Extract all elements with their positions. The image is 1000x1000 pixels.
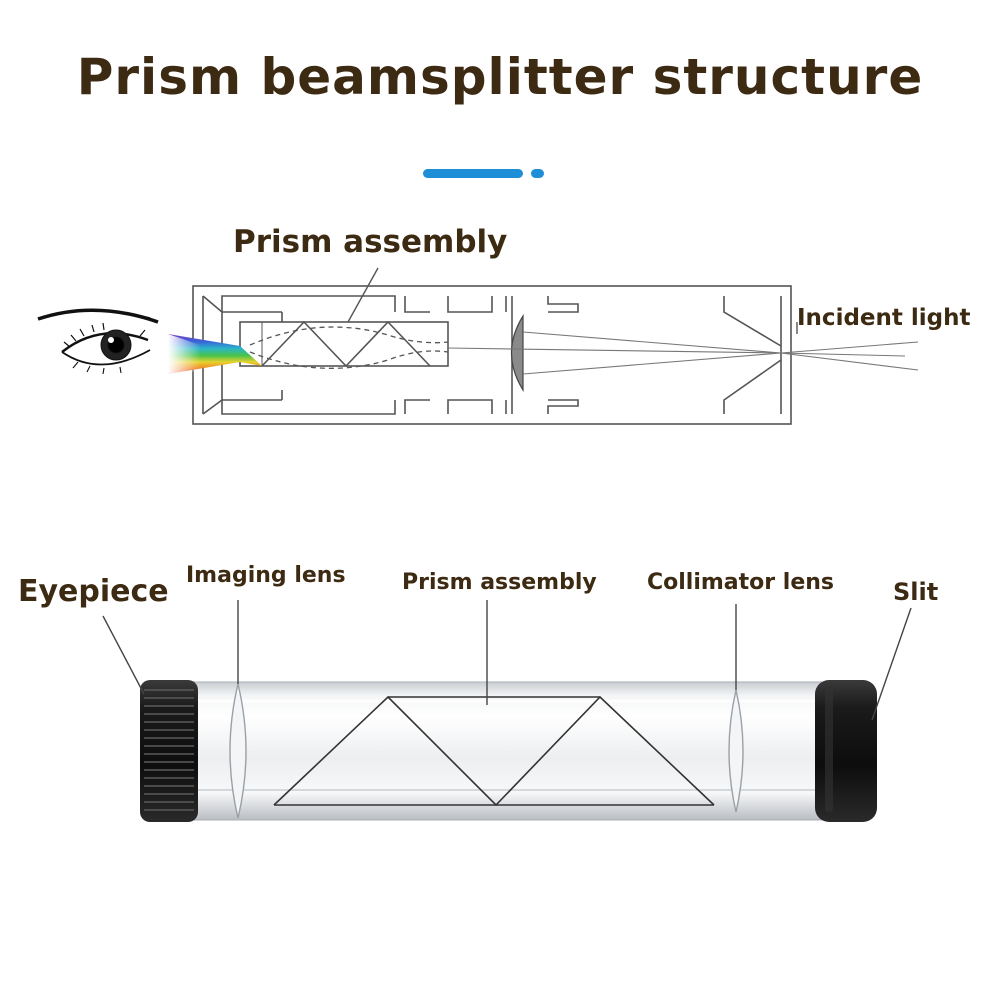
eyepiece-label: Eyepiece (18, 574, 169, 609)
top-prism-assembly-label: Prism assembly (233, 224, 508, 260)
slit-label: Slit (893, 578, 939, 606)
title-accent-bar (423, 169, 523, 178)
imaging-lens (229, 683, 247, 819)
slit-leader (871, 607, 912, 721)
light-rays (447, 331, 919, 375)
imaging-lens-label: Imaging lens (186, 563, 346, 588)
collimator-lens-label: Collimator lens (647, 570, 835, 595)
prism-label-leader (347, 267, 379, 323)
eyepiece-cap (140, 680, 198, 822)
incident-light-label: Incident light (797, 305, 971, 331)
collimator-lens (728, 689, 744, 813)
top-prism-assembly (239, 267, 449, 369)
bottom-prism-assembly (273, 695, 715, 807)
eyepiece-leader (102, 615, 145, 695)
eye-icon (37, 308, 159, 375)
bottom-tube (140, 680, 877, 822)
title-accent-dot (531, 169, 544, 178)
page-title: Prism beamsplitter structure (76, 48, 924, 106)
label-leaders (102, 600, 912, 721)
top-collimator-lens (510, 313, 524, 393)
spectrum-beam (168, 334, 262, 374)
slit-cap (815, 680, 877, 822)
prism-assembly-label: Prism assembly (402, 570, 597, 595)
slit-funnel (723, 296, 782, 414)
